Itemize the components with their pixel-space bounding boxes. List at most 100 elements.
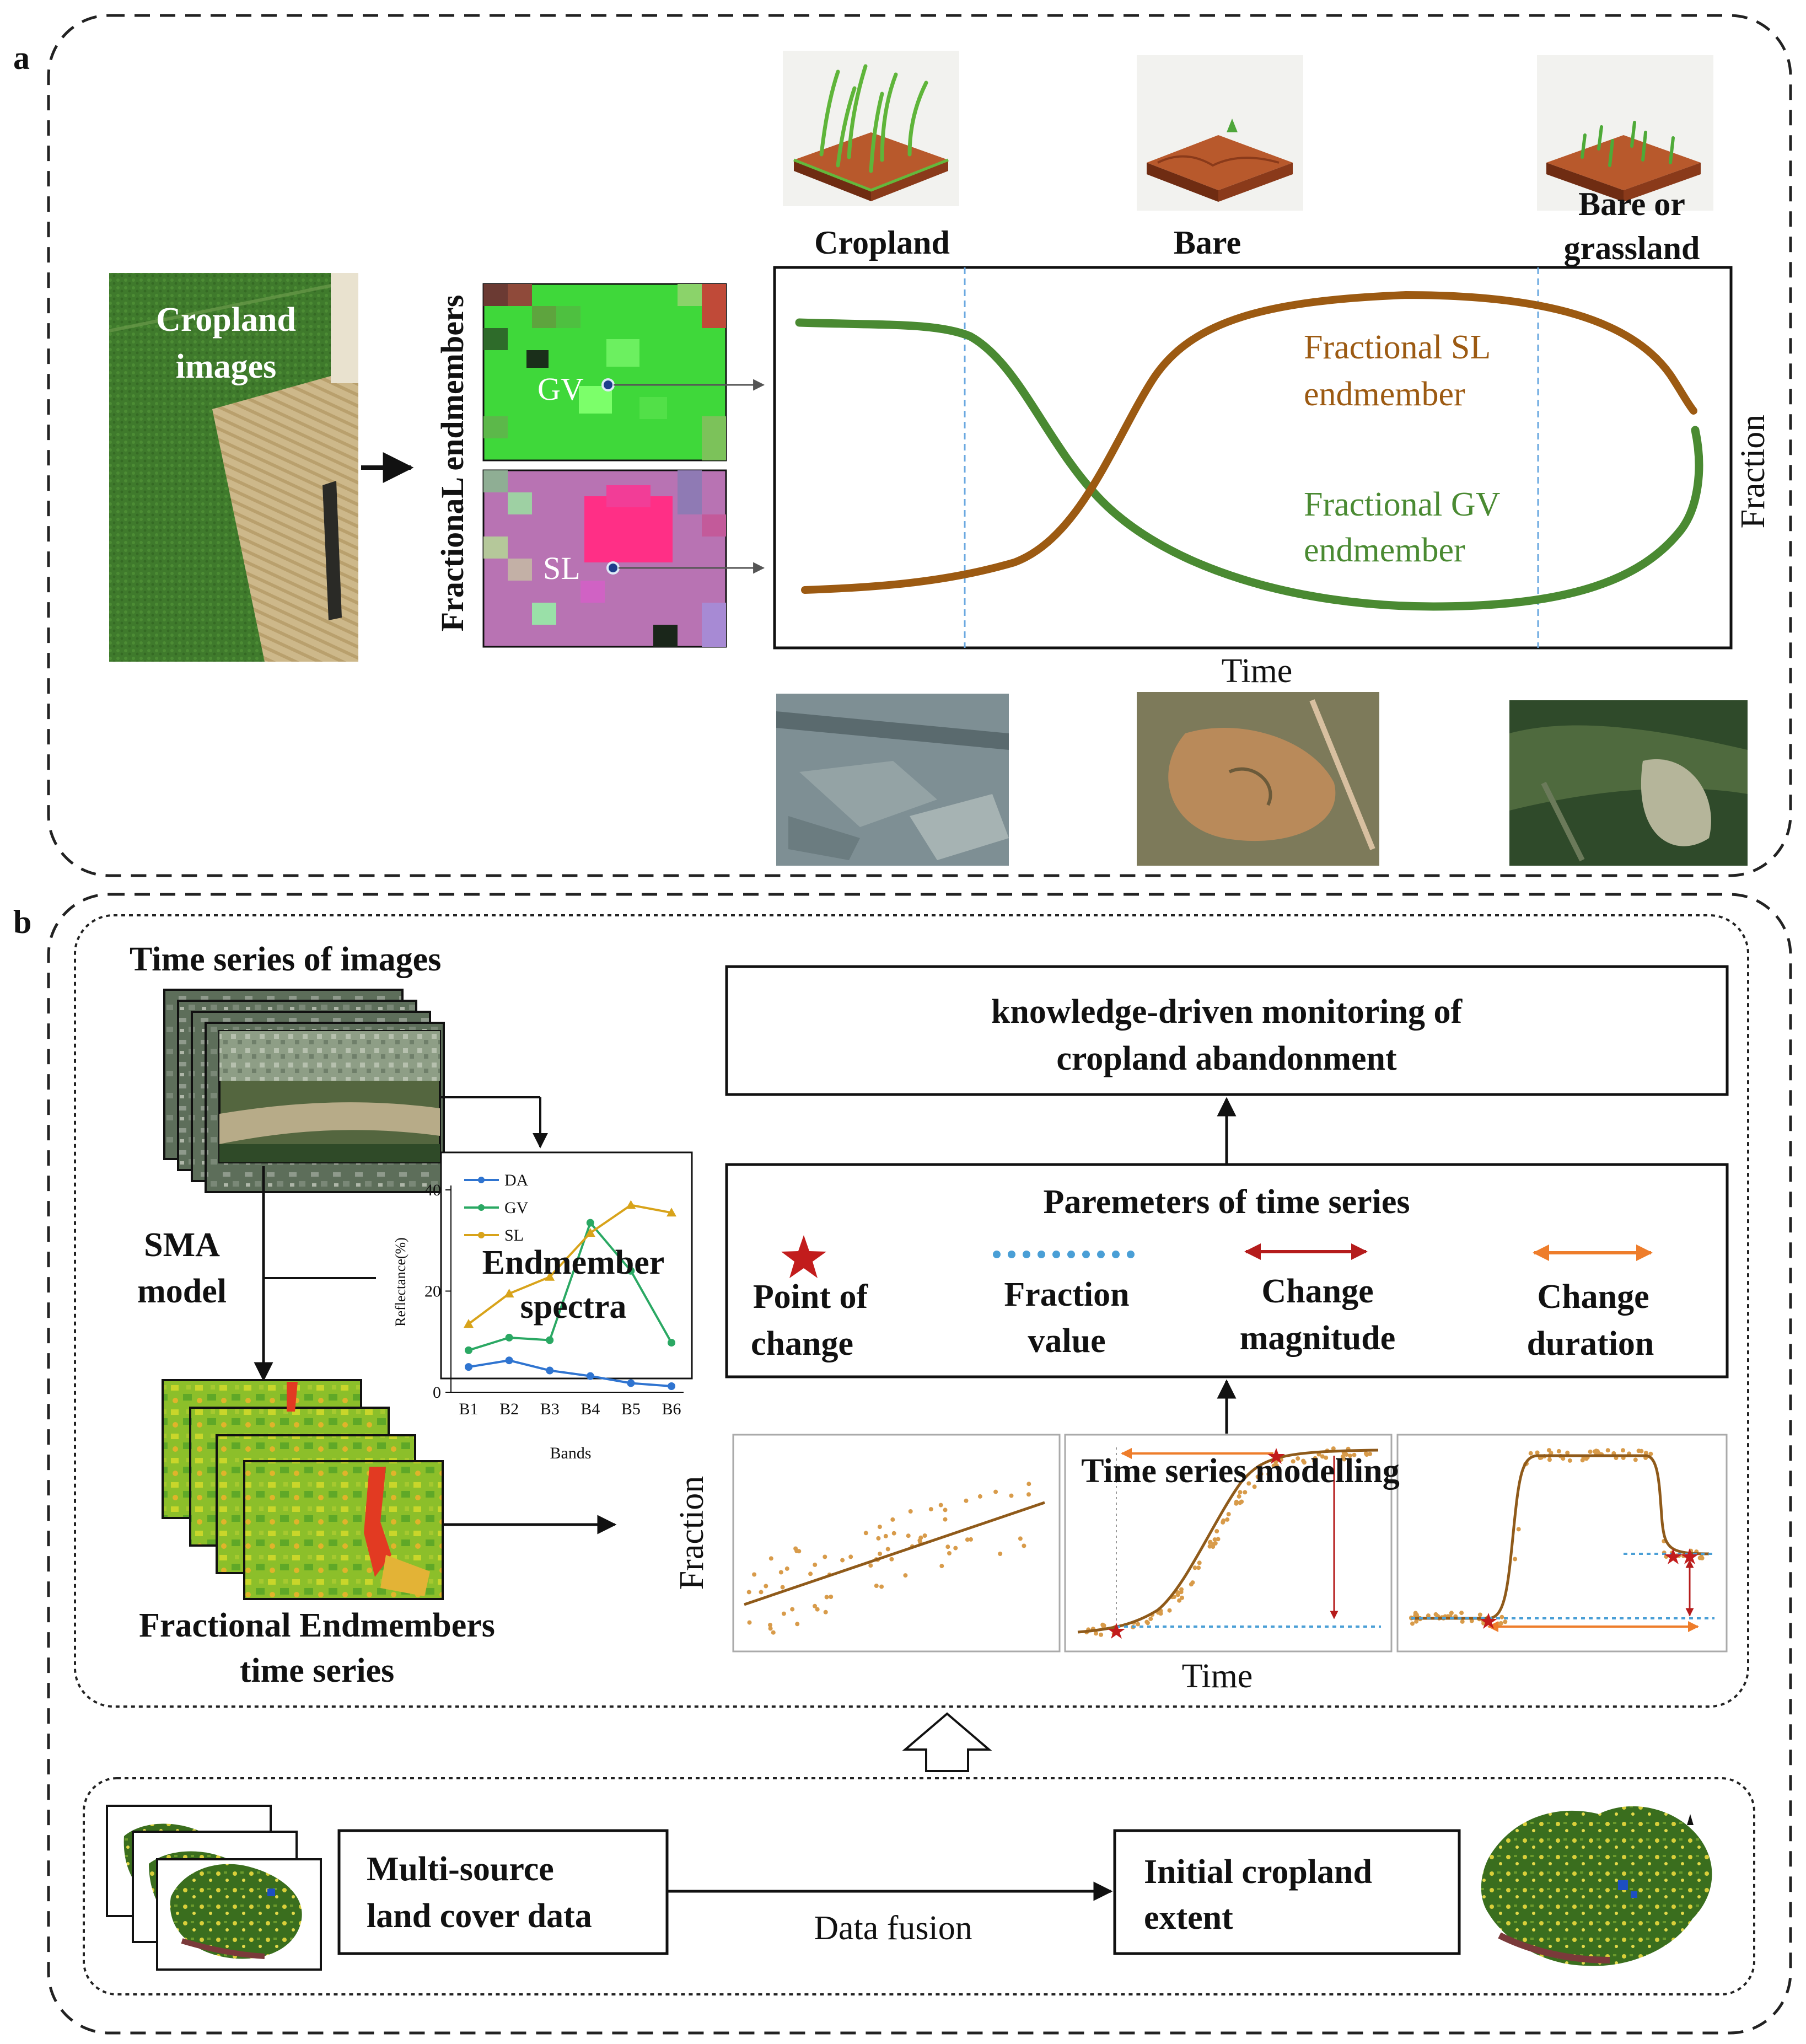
linear-sample-point [747,1620,752,1625]
spectra-point-sl [626,1200,636,1209]
logistic-sample-point [1302,1460,1307,1465]
logistic-sample-point [1177,1598,1182,1603]
linear-sample-point [764,1584,768,1589]
spectra-x-tick: B2 [499,1400,519,1418]
logistic-sample-point [1225,1517,1230,1522]
logistic-sample-point [1180,1595,1184,1600]
fractional-endmembers-ts-label-2: time series [240,1652,395,1689]
logistic-sample-point [1196,1565,1201,1570]
step-sample-point [1414,1619,1419,1624]
logistic-sample-point [1342,1457,1347,1462]
linear-sample-point [815,1607,820,1612]
panel-a-frame [47,14,1792,877]
spectra-point-sl [545,1272,555,1281]
spectra-x-tick: B1 [459,1400,478,1418]
spectra-point-gv [505,1333,513,1342]
logistic-sample-point [1221,1520,1226,1525]
step-model-panel [1396,1434,1728,1653]
spectra-y-tick: 20 [424,1283,441,1301]
param-change-magnitude-2: magnitude [1240,1319,1395,1357]
linear-sample-point [746,1590,751,1595]
linear-sample-point [877,1525,882,1530]
panel-b-label: b [13,904,31,940]
linear-sample-point [885,1547,890,1552]
time-series-modelling-title: Time series modelling [1081,1452,1399,1490]
gv-fraction-image [482,283,727,462]
initial-cropland-box [1113,1829,1461,1955]
logistic-sample-point [1226,1512,1231,1517]
linear-sample-point [780,1585,785,1590]
step-sample-point [1556,1448,1561,1453]
logistic-sample-point [1296,1456,1300,1461]
point-of-change-star-icon [781,1235,826,1278]
hollow-up-arrow-icon [902,1712,992,1772]
step-sample-point [1565,1450,1570,1455]
step-sample-point [1513,1557,1518,1562]
knowledge-box-text-2: cropland abandonment [1056,1040,1397,1077]
fractional-endmembers-ts-label-1: Fractional Endmembers [139,1607,495,1644]
step-sample-point [1639,1448,1644,1453]
modelling-y-axis-label: Fraction [673,1476,711,1590]
linear-sample-point [928,1507,933,1512]
step-sample-point [1588,1449,1593,1454]
linear-sample-point [813,1562,818,1567]
sl-sample-pixel [606,561,620,575]
step-sample-point [1567,1458,1572,1463]
linear-sample-point [922,1533,927,1538]
gv-curve-label-2: endmember [1304,532,1465,569]
linear-sample-point [1022,1543,1026,1548]
step-sample-point [1547,1457,1552,1462]
logistic-sample-point [1291,1459,1296,1464]
sl-curve-label-2: endmember [1304,375,1465,413]
step-sample-point [1535,1450,1540,1455]
logistic-sample-point [1099,1632,1104,1637]
param-fraction-value-1: Fraction [1004,1276,1129,1313]
param-change-duration-2: duration [1527,1325,1654,1362]
linear-sample-point [778,1570,783,1575]
logistic-sample-point [1271,1463,1276,1468]
linear-sample-point [953,1546,958,1551]
cropland-soil-icon [783,51,959,206]
logistic-sample-point [1214,1529,1219,1533]
spectra-point-sl [464,1319,474,1328]
sl-curve-label-1: Fractional SL [1304,329,1491,366]
step-sample-point [1643,1451,1648,1456]
step-sample-point [1477,1612,1482,1617]
logistic-sample-point [1101,1623,1106,1628]
step-sample-point [1549,1451,1554,1455]
bare-or-grassland-icon [1537,55,1713,211]
initial-cropland-text-1: Initial cropland [1144,1853,1372,1891]
linear-sample-point [771,1630,776,1635]
land-cover-map-stack [106,1805,322,1971]
step-sample-point [1593,1449,1597,1454]
linear-sample-point [947,1551,952,1555]
data-fusion-label: Data fusion [814,1909,972,1947]
spectra-point-gv [546,1336,554,1344]
spectra-point-sl [504,1289,514,1298]
spectra-point-da [505,1356,513,1365]
fractional-endmembers-label: FractionaL endmembers [434,295,470,632]
time-series-images-title: Time series of images [130,941,441,978]
param-point-of-change-2: change [751,1325,853,1362]
monitoring-workflow-box [74,914,1749,1708]
linear-sample-point [808,1571,813,1576]
spectra-line-sl [467,1204,672,1325]
knowledge-box [725,965,1729,1096]
logistic-sample-point [1313,1456,1318,1461]
parameters-box [725,1163,1729,1378]
linear-sample-point [908,1509,913,1514]
logistic-sample-point [1243,1490,1248,1495]
linear-sample-point [890,1517,895,1522]
step-sample-point [1528,1451,1533,1456]
linear-sample-point [793,1546,798,1551]
multisource-data-text-2: land cover data [367,1897,592,1935]
data-preparation-box [83,1777,1755,1995]
linear-sample-point [977,1494,982,1499]
step-sample-point [1633,1457,1638,1462]
parameters-title: Paremeters of time series [1044,1183,1410,1221]
logistic-sample-point [1259,1472,1264,1477]
fractional-endmember-stack [162,1379,444,1600]
cropland-image [109,273,358,662]
